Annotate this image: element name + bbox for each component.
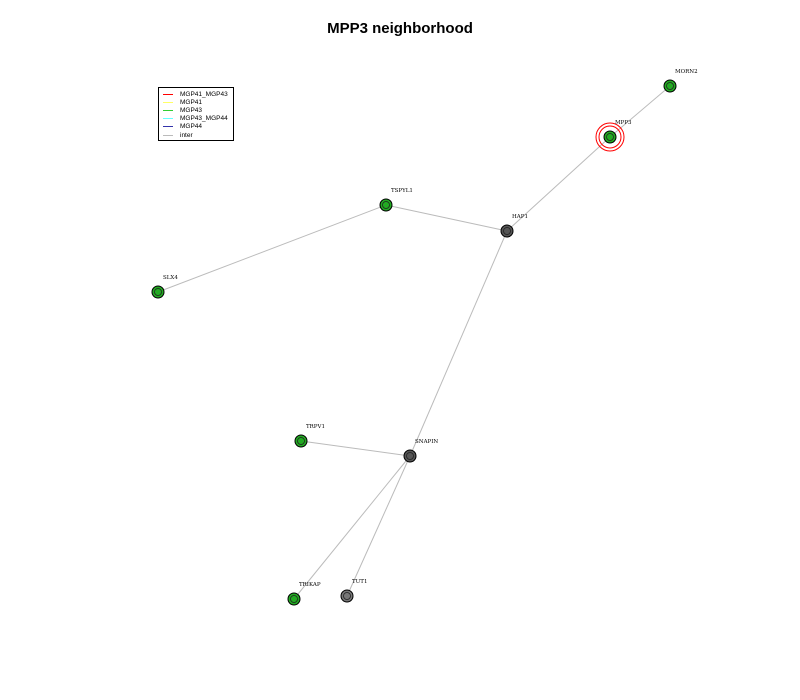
node-label: SNAPIN (415, 439, 438, 445)
legend-label: inter (180, 131, 193, 139)
legend-item: MGP41_MGP43 (163, 90, 233, 98)
legend-label: MGP41_MGP43 (180, 90, 228, 98)
edge-snapin-trikap (293, 455, 411, 600)
node-label: SLX4 (163, 275, 178, 281)
legend-swatch (163, 101, 173, 103)
node-inner-ring (382, 201, 390, 209)
node-label: TSPYL1 (391, 188, 413, 194)
node-label: TRPV1 (306, 424, 325, 430)
legend-swatch (163, 126, 173, 128)
node-circle (340, 589, 354, 603)
edge-hap1-tspyl1 (385, 204, 508, 232)
node-trpv1: TRPV1 (294, 424, 325, 448)
legend-label: MGP41 (180, 98, 203, 106)
node-inner-ring (297, 437, 305, 445)
node-circle (663, 79, 677, 93)
node-inner-ring (406, 452, 414, 460)
edge-morn2-mpp3 (609, 85, 671, 138)
node-circle (294, 434, 308, 448)
page-title: MPP3 neighborhood (327, 20, 473, 37)
legend-item: MGP44 (163, 123, 233, 131)
edge-snapin-tut1 (346, 455, 411, 597)
node-label: TUT1 (352, 579, 367, 585)
legend-item: MGP41 (163, 98, 233, 106)
node-circle (151, 285, 165, 299)
node-tut1: TUT1 (340, 579, 367, 603)
edge-snapin-trpv1 (300, 440, 411, 457)
edge-mpp3-hap1 (506, 136, 611, 232)
node-circle (603, 130, 617, 144)
legend-item: inter (163, 131, 233, 139)
node-label: MPP3 (615, 120, 632, 126)
legend-swatch (163, 93, 173, 95)
legend-label: MGP44 (180, 123, 203, 131)
node-label: MORN2 (675, 69, 698, 75)
node-hap1: HAP1 (500, 214, 528, 238)
node-trikap: TRIKAP (287, 582, 321, 606)
node-circle (287, 592, 301, 606)
edge-hap1-snapin (409, 230, 508, 457)
edge-tspyl1-slx4 (157, 204, 387, 293)
node-inner-ring (343, 592, 351, 600)
node-mpp3: MPP3 (595, 120, 632, 152)
legend: MGP41_MGP43 MGP41 MGP43 MGP43_MGP44 MGP4… (158, 87, 234, 141)
node-inner-ring (606, 133, 614, 141)
node-circle (379, 198, 393, 212)
legend-label: MGP43_MGP44 (180, 115, 228, 123)
node-inner-ring (666, 82, 674, 90)
node-inner-ring (290, 595, 298, 603)
node-label: HAP1 (512, 214, 528, 220)
legend-item: MGP43_MGP44 (163, 115, 233, 123)
legend-swatch (163, 109, 173, 111)
legend-swatch (163, 118, 173, 120)
node-inner-ring (154, 288, 162, 296)
legend-label: MGP43 (180, 106, 203, 114)
node-morn2: MORN2 (663, 69, 698, 93)
legend-item: MGP43 (163, 106, 233, 114)
node-circle (500, 224, 514, 238)
node-label: TRIKAP (299, 582, 321, 588)
node-inner-ring (503, 227, 511, 235)
legend-swatch (163, 134, 173, 136)
highlight-ring (595, 122, 625, 152)
node-circle (403, 449, 417, 463)
node-tspyl1: TSPYL1 (379, 188, 413, 212)
node-slx4: SLX4 (151, 275, 178, 299)
node-snapin: SNAPIN (403, 439, 438, 463)
highlight-ring (598, 125, 622, 149)
edges-layer (157, 85, 671, 600)
